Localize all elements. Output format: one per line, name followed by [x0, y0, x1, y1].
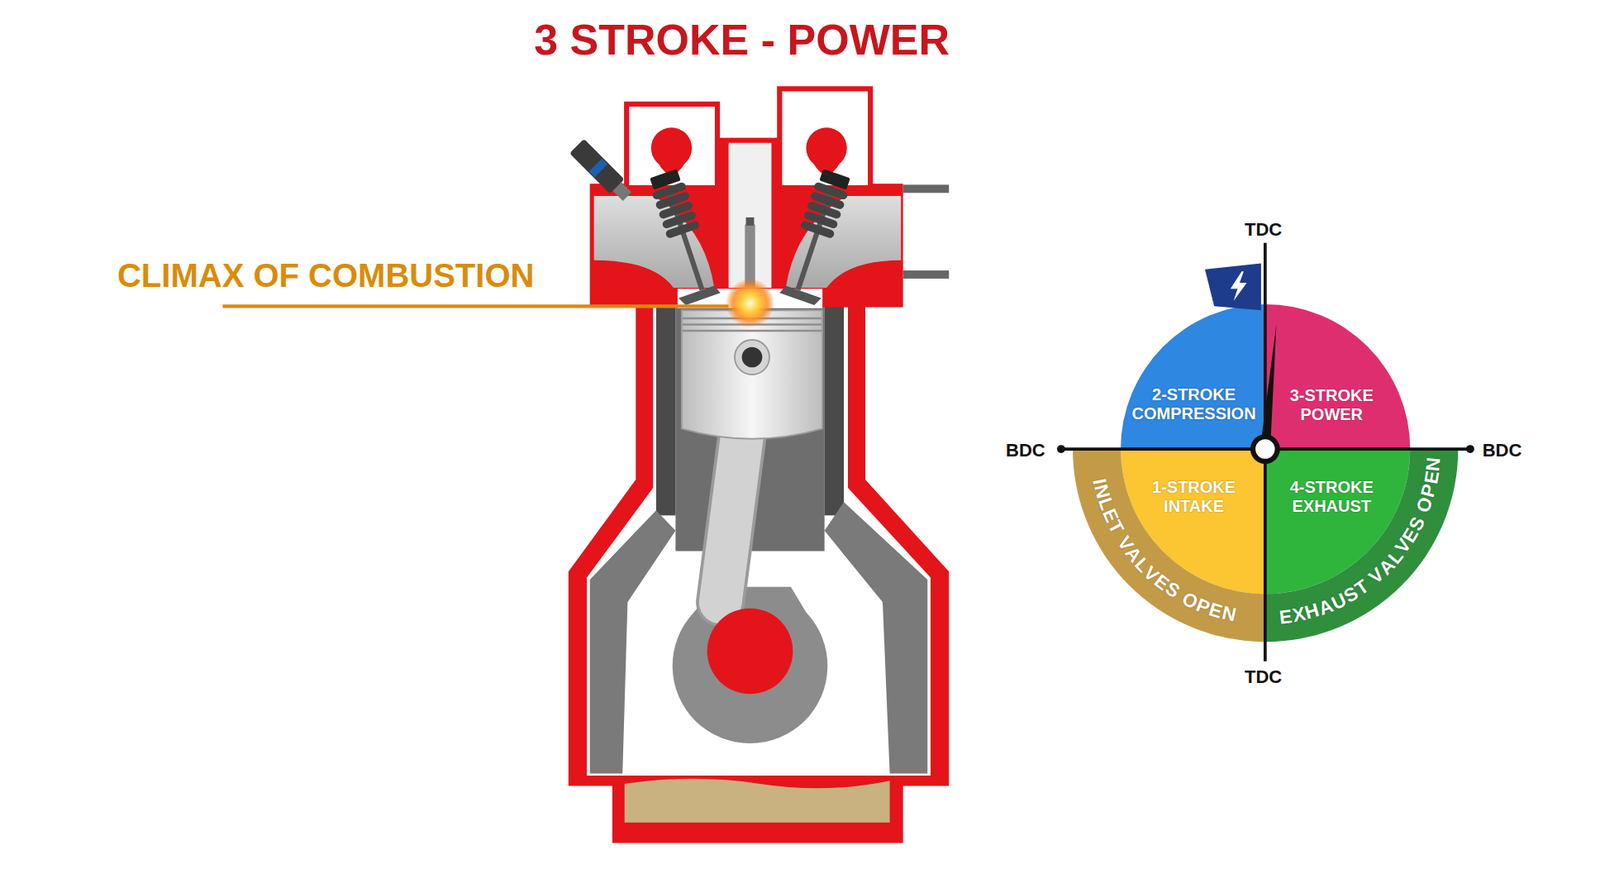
power-quadrant-fill [1265, 304, 1410, 449]
dial-needle [1260, 324, 1277, 450]
exhaust-quadrant-fill [1265, 448, 1410, 594]
wrist-pin-boss [734, 339, 770, 375]
title-anchor: 3 STROKE - POWER [533, 15, 950, 66]
text-anchor: 3-STROKE POWER [1265, 385, 1398, 424]
inlet-valve-band-fill [1072, 448, 1266, 642]
exhaust-valve-band: EXHAUST VALVES OPEN [1265, 448, 1458, 642]
leader-line [222, 304, 729, 308]
tdc-label: TDC [1244, 219, 1282, 240]
spark-plug-terminal [746, 217, 755, 226]
dial-hub [1252, 436, 1278, 462]
bdc-label: BDC [1482, 439, 1523, 461]
spark-flag [1204, 262, 1262, 310]
engine-oil [624, 778, 891, 823]
piston [681, 309, 823, 439]
head-bolt [903, 270, 950, 279]
node-shape [1120, 304, 1266, 449]
compression-quadrant-fill [1120, 304, 1266, 449]
combustion-glow [725, 278, 775, 328]
spark-plug [744, 224, 755, 289]
band-label: INLET VALVES OPEN [1072, 448, 1266, 642]
cylinder-liner [656, 305, 676, 515]
lightning-icon [1230, 271, 1248, 301]
camshaft [651, 127, 692, 168]
label-anchor: BDC [1005, 439, 1046, 461]
power-quadrant: 3-STROKE POWER [1265, 304, 1410, 449]
text-anchor: EXHAUST VALVES OPEN [1265, 448, 1458, 642]
valve-spring [800, 167, 854, 239]
callout-label: CLIMAX OF COMBUSTION [117, 256, 534, 295]
valve-head [779, 285, 822, 305]
crank-journal [707, 608, 794, 695]
exhaust-valve-band-fill [1265, 448, 1458, 642]
label-anchor: TDC [1244, 219, 1282, 240]
crankcase-interior [586, 305, 931, 776]
engine-block [568, 304, 949, 843]
label-anchor: CLIMAX OF COMBUSTION [117, 256, 534, 295]
axis-dot [1466, 444, 1475, 453]
wrist-pin [742, 347, 763, 368]
arc-letter: N [1220, 603, 1239, 625]
crankcase-wall [590, 509, 677, 773]
text-anchor: 1-STROKE INTAKE [1128, 477, 1261, 516]
stroke-label: 4-STROKE EXHAUST [1265, 477, 1398, 516]
camshaft [805, 127, 847, 168]
fuel-injector [569, 138, 635, 205]
spark-plug-well [728, 142, 772, 288]
band-label: EXHAUST VALVES OPEN [1265, 448, 1458, 642]
cylinder-liner [824, 305, 844, 515]
piston-ring [682, 329, 822, 332]
text-anchor: 2-STROKE COMPRESSION [1128, 385, 1261, 424]
valve-spring [647, 167, 701, 239]
tdc-label: TDC [1244, 666, 1282, 687]
node-shape [1265, 304, 1410, 449]
head-bolt [903, 184, 950, 193]
intake-quadrant-fill [1120, 448, 1266, 594]
label-anchor: BDC [1482, 439, 1523, 461]
bdc-label: BDC [1005, 439, 1046, 461]
stroke-label: 2-STROKE COMPRESSION [1128, 385, 1261, 424]
crankcase-wall [824, 501, 929, 773]
axis-dot [1057, 444, 1066, 453]
text-anchor: INLET VALVES OPEN [1072, 448, 1266, 642]
label-anchor: TDC [1244, 666, 1282, 687]
crank-counterweight [672, 586, 829, 743]
text-anchor: 4-STROKE EXHAUST [1265, 477, 1398, 516]
stroke-label: 1-STROKE INTAKE [1128, 477, 1261, 516]
valve-head [678, 285, 721, 305]
inlet-valve-band: INLET VALVES OPEN [1072, 448, 1266, 642]
title: 3 STROKE - POWER [533, 15, 950, 66]
stroke-label: 3-STROKE POWER [1265, 385, 1398, 424]
compression-quadrant: 2-STROKE COMPRESSION [1120, 304, 1266, 449]
arc-letter: N [1423, 456, 1443, 472]
